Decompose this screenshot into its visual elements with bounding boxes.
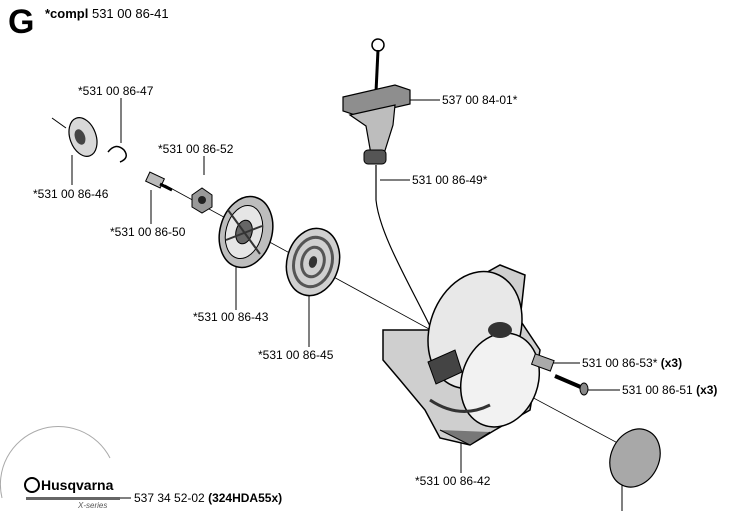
leader-lines xyxy=(71,98,641,511)
part-number: 531 00 86-51 xyxy=(622,383,693,397)
part-label-531-00-86-47: *531 00 86-47 xyxy=(78,84,154,98)
quantity-suffix: (x3) xyxy=(660,356,683,370)
cover-disc-part xyxy=(609,428,661,488)
screw-part xyxy=(144,171,173,192)
part-label-537-34-52-02: 537 34 52-02 (324HDA55x) xyxy=(134,492,282,505)
husqvarna-logo: Husqvarna X-series xyxy=(0,426,120,510)
part-label-531-00-86-46: *531 00 86-46 xyxy=(33,187,109,201)
header-prefix: *compl xyxy=(45,6,89,21)
section-letter: G xyxy=(8,3,35,41)
part-number: 531 00 86-53* xyxy=(582,356,658,370)
part-label-531-00-86-51: 531 00 86-51 (x3) xyxy=(622,384,717,397)
part-label-531-00-86-43: *531 00 86-43 xyxy=(193,310,269,324)
svg-text:Husqvarna: Husqvarna xyxy=(41,477,114,493)
part-label-537-00-84-01: 537 00 84-01* xyxy=(442,93,518,107)
assembly-header: *compl 531 00 86-41 xyxy=(45,6,169,21)
spacer-part xyxy=(530,353,555,372)
header-part-number: 531 00 86-41 xyxy=(91,6,169,21)
part-label-531-00-86-42: *531 00 86-42 xyxy=(415,474,491,488)
part-label-531-00-86-50: *531 00 86-50 xyxy=(110,225,186,239)
part-label-531-00-86-53: 531 00 86-53* (x3) xyxy=(582,357,682,370)
svg-text:X-series: X-series xyxy=(77,501,107,510)
rope-pulley-part xyxy=(218,195,274,269)
part-number: 537 34 52-02 xyxy=(134,491,205,505)
part-label-531-00-86-52: *531 00 86-52 xyxy=(158,142,234,156)
starter-handle-part xyxy=(342,38,411,165)
recoil-spring-part xyxy=(285,227,341,297)
spring-clip-part xyxy=(107,145,127,163)
model-suffix: (324HDA55x) xyxy=(208,491,283,505)
part-label-531-00-86-49: 531 00 86-49* xyxy=(412,173,488,187)
quantity-suffix: (x3) xyxy=(696,383,718,397)
part-label-531-00-86-45: *531 00 86-45 xyxy=(258,348,334,362)
nut-part xyxy=(191,187,213,214)
housing-screw-part xyxy=(554,374,589,396)
pawl-disc-part xyxy=(51,117,98,157)
starter-housing-part xyxy=(382,264,541,446)
